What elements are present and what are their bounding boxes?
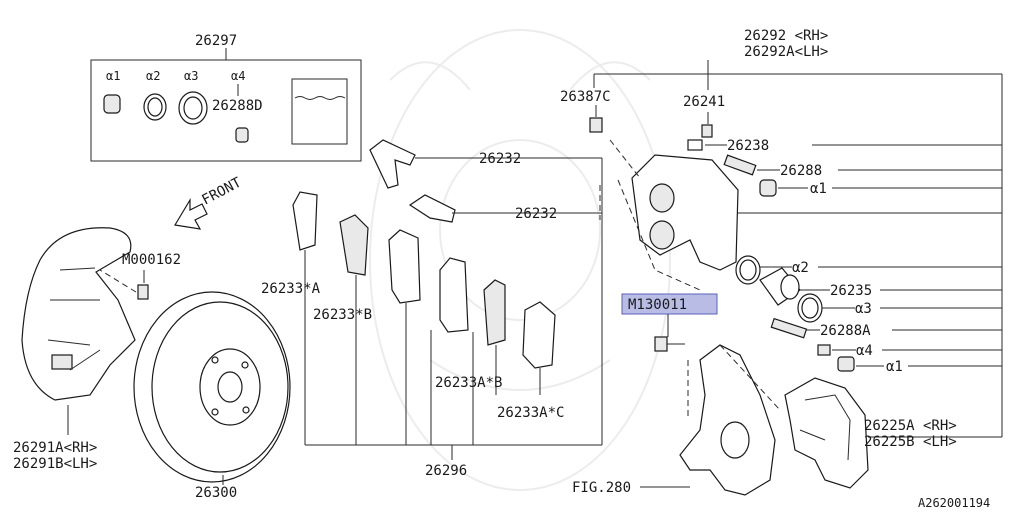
dust-cover: 26291A<RH> 26291B<LH> xyxy=(13,227,136,472)
pad-set-code: 26296 xyxy=(425,463,467,479)
watermark-emblem xyxy=(369,29,671,491)
shim-a-part xyxy=(292,191,318,251)
caliper-body-part xyxy=(631,154,739,271)
highlight-box[interactable] xyxy=(621,293,718,315)
shim-a-code: 26233*A xyxy=(261,281,321,297)
kit-box: 26297 α1 α2 α3 α4 26288D xyxy=(90,33,362,162)
screw-part xyxy=(137,284,149,300)
seal-a2-code: α2 xyxy=(792,260,809,276)
clip-lower-part xyxy=(408,194,456,223)
brake-rotor: 26300 xyxy=(133,291,291,501)
boot-a1-lower-part xyxy=(837,356,855,372)
pad-main-b-part xyxy=(439,257,469,333)
caliper-rh-code: 26292 <RH> xyxy=(744,28,828,44)
guide-pin-a-part xyxy=(770,317,808,339)
pad-main-part xyxy=(388,229,421,304)
fig-reference: FIG.280 xyxy=(572,480,631,496)
shim-ac-code: 26233A*C xyxy=(497,405,564,421)
front-indicator: FRONT xyxy=(174,174,245,230)
kit-number: 26297 xyxy=(195,33,237,49)
boot-a1-lower-code: α1 xyxy=(886,359,903,375)
shim-ab-code: 26233A*B xyxy=(435,375,502,391)
dust-seal-a3-code: α3 xyxy=(855,301,872,317)
clip-upper-part xyxy=(369,139,416,189)
kit-boot-part xyxy=(103,94,121,114)
bracket-rh-code: 26225A <RH> xyxy=(864,418,957,434)
boot-a1-code: α1 xyxy=(810,181,827,197)
cover-tab xyxy=(51,354,73,370)
guide-pin-part xyxy=(723,154,757,176)
steering-knuckle-part xyxy=(679,344,776,496)
kit-pin-code: 26288D xyxy=(212,98,263,114)
pad-ab-part xyxy=(483,279,506,346)
kit-item-a4: α4 xyxy=(231,69,245,83)
boot-a1-part xyxy=(759,179,777,197)
shim-ac-part xyxy=(522,301,556,369)
screw-callout: M000162 xyxy=(99,252,181,300)
kit-item-a3: α3 xyxy=(184,69,198,83)
bleeder-part xyxy=(701,124,713,138)
pad-b-part xyxy=(339,214,369,276)
rotor-code: 26300 xyxy=(195,485,237,501)
kit-item-a1: α1 xyxy=(106,69,120,83)
highlight-code[interactable]: M130011 xyxy=(628,297,687,313)
guide-pin-a-code: 26288A xyxy=(820,323,871,339)
caliper-lh-code: 26292A<LH> xyxy=(744,44,828,60)
bleeder-cap-code: 26238 xyxy=(727,138,769,154)
boot-a4-part xyxy=(817,344,831,356)
knuckle-bolt-part xyxy=(654,336,668,352)
boot-a4-code: α4 xyxy=(856,343,873,359)
guide-pin-code: 26288 xyxy=(780,163,822,179)
kit-pin-part xyxy=(235,127,249,143)
caliper-assembly: 26292 <RH> 26292A<LH> 26387C 26241 26238… xyxy=(560,28,1003,496)
pad-set: 26232 26232 26233*A 26233*B 26233A*B 262… xyxy=(261,139,603,479)
clip-upper-code: 26232 xyxy=(479,151,521,167)
shim-b-code: 26233*B xyxy=(313,307,372,323)
bracket-bolt-part xyxy=(589,117,603,133)
screw-code: M000162 xyxy=(122,252,181,268)
cover-rh-label: 26291A<RH> xyxy=(13,440,97,456)
grease-pack xyxy=(291,78,348,145)
bracket-lh-code: 26225B <LH> xyxy=(864,434,957,450)
bleeder-code: 26241 xyxy=(683,94,725,110)
cover-lh-label: 26291B<LH> xyxy=(13,456,97,472)
front-label: FRONT xyxy=(199,174,244,208)
piston-code: 26235 xyxy=(830,283,872,299)
kit-item-a2: α2 xyxy=(146,69,160,83)
clip-lower-code: 26232 xyxy=(515,206,557,222)
document-code: A262001194 xyxy=(918,496,990,510)
caliper-bracket-part xyxy=(784,377,869,489)
bracket-bolt-code: 26387C xyxy=(560,89,611,105)
front-arrow-icon xyxy=(174,197,208,230)
bleeder-cap-part xyxy=(687,139,703,151)
